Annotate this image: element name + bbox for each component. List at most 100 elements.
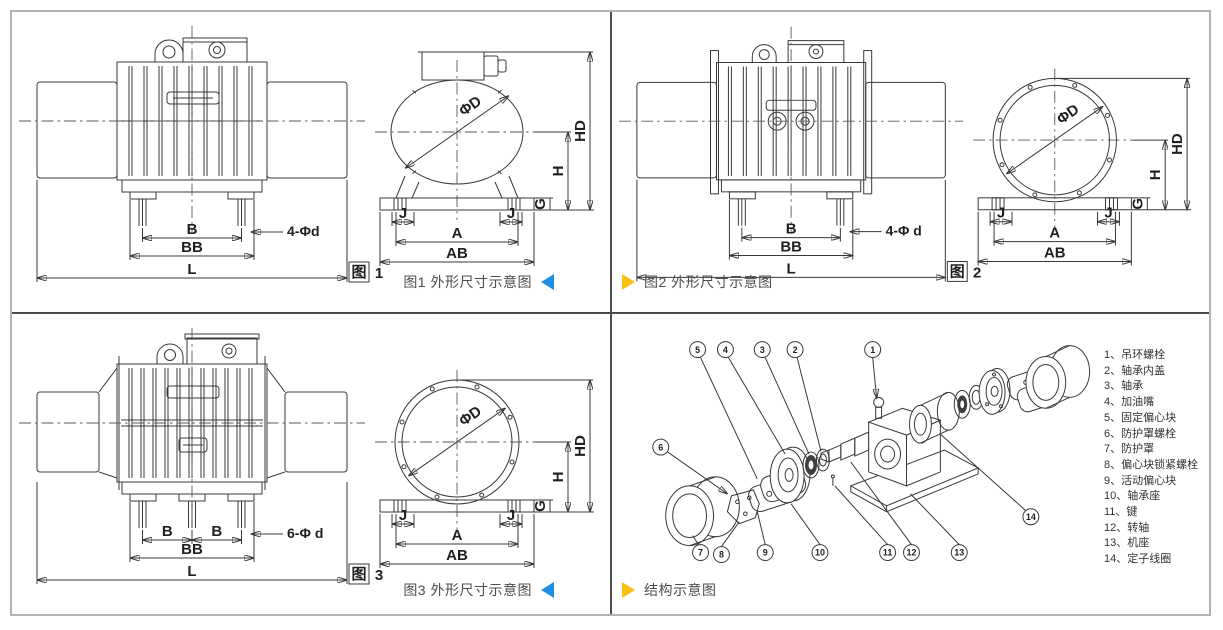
drawing-circle: [1032, 192, 1038, 198]
yellow-right-arrow-icon: [622, 274, 635, 290]
drawing-rect: [728, 191, 756, 200]
drawing-circle: [1072, 82, 1078, 88]
drawing-rect: [36, 391, 100, 473]
drawing-rect: [865, 81, 946, 179]
drawing-line: [796, 357, 822, 452]
drawing-line: [497, 170, 502, 175]
drawing-line: [411, 181, 420, 199]
drawing-rect: [787, 40, 845, 63]
drawing-circle: [509, 459, 515, 465]
dim-A: A: [452, 527, 463, 544]
caption-figure1-text: 图1 外形尺寸示意图: [403, 274, 532, 290]
balloon-10: 10: [811, 544, 829, 562]
drawing-circle: [1105, 113, 1111, 118]
drawing-circle: [758, 49, 770, 61]
dim-J: J: [997, 205, 1005, 222]
drawing-ellipse: [959, 399, 966, 410]
drawing-circle: [950, 544, 968, 562]
drawing-line: [727, 357, 786, 455]
drawing-polygon: [840, 437, 856, 461]
drawing-line: [920, 429, 949, 444]
balloon-7: 7: [692, 544, 710, 562]
drawing-path: [156, 343, 184, 364]
drawing-rect: [348, 261, 370, 283]
drawing-rect: [129, 191, 157, 200]
dim-B: B: [187, 221, 198, 238]
caption-structure: 结构示意图: [622, 580, 717, 600]
drawing-line: [920, 391, 949, 406]
drawing-circle: [985, 402, 990, 407]
balloon-number: 3: [760, 345, 765, 355]
drawing-circle: [213, 46, 221, 54]
drawing-path: [154, 39, 184, 62]
drawing-rect: [421, 51, 485, 81]
drawing-ellipse: [815, 448, 830, 472]
drawing-circle: [808, 44, 824, 60]
drawing-circle: [221, 343, 237, 359]
dim-L: L: [187, 261, 196, 278]
parts-list-item: 12、转轴: [1104, 521, 1150, 534]
figure-number-box-label: 图: [950, 263, 965, 280]
drawing-rect: [946, 261, 968, 282]
parts-list-item: 13、机座: [1104, 537, 1150, 550]
balloon-6: 6: [652, 438, 670, 456]
drawing-circle: [507, 414, 513, 420]
dim-AB: AB: [446, 547, 468, 564]
drawing-path: [751, 44, 777, 63]
drawing-line: [1007, 106, 1103, 173]
drawing-ellipse: [909, 404, 932, 444]
dim-B: B: [786, 221, 797, 238]
figure-number-box-label: 图: [351, 264, 366, 281]
balloon-number: 1: [870, 345, 875, 355]
drawing-circle: [992, 372, 997, 377]
parts-list-item: 10、轴承座: [1104, 490, 1161, 503]
dim-H: H: [1147, 170, 1164, 181]
balloon-1: 1: [864, 341, 882, 359]
dim-AB: AB: [446, 245, 468, 262]
drawing-ellipse: [777, 457, 799, 493]
blue-left-arrow-icon: [541, 274, 554, 290]
drawing-line: [266, 471, 286, 479]
drawing-rect: [178, 437, 208, 453]
drawing-circle: [716, 341, 734, 359]
drawing-ellipse: [874, 438, 902, 470]
drawing-polygon: [828, 444, 842, 463]
parts-list-item: 4、加油嘴: [1104, 396, 1155, 409]
figure-number-box-label: 图: [351, 566, 366, 583]
drawing-rect: [710, 50, 719, 195]
dim-J: J: [507, 507, 515, 524]
drawing-ellipse: [784, 467, 794, 482]
dim-BB: BB: [181, 541, 203, 558]
drawing-rect: [393, 499, 407, 513]
balloon-2: 2: [786, 341, 804, 359]
drawing-line: [689, 536, 716, 547]
drawing-circle: [1076, 190, 1082, 196]
dim-B: B: [211, 523, 222, 540]
parts-list-item: 1、吊环螺栓: [1104, 349, 1166, 361]
balloon-5: 5: [689, 341, 707, 359]
dim-J: J: [507, 205, 515, 222]
drawing-line: [494, 181, 503, 199]
drawing-circle: [873, 396, 885, 408]
drawing-rect: [497, 59, 507, 73]
parts-list-item: 3、轴承: [1104, 380, 1144, 393]
dim-G: G: [532, 198, 549, 210]
drawing-rect: [507, 197, 521, 211]
drawing-line: [266, 367, 286, 393]
drawing-ellipse: [802, 451, 820, 479]
balloon-number: 14: [1026, 512, 1036, 522]
drawing-circle: [712, 546, 730, 564]
drawing-line: [497, 89, 502, 94]
drawing-rect: [507, 499, 521, 513]
drawing-circle: [786, 341, 804, 359]
balloon-3: 3: [753, 341, 771, 359]
drawing-rect: [875, 406, 883, 419]
dim-H: H: [550, 166, 567, 177]
balloon-4: 4: [716, 341, 734, 359]
drawing-rect: [393, 197, 407, 211]
drawing-circle: [479, 492, 485, 498]
